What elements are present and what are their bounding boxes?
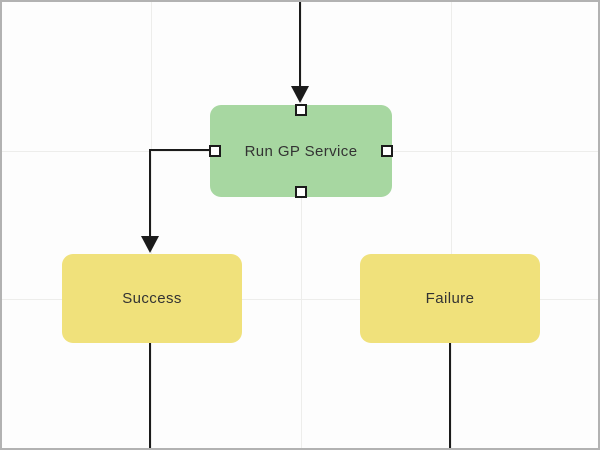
- connection-handle-bottom[interactable]: [295, 186, 307, 198]
- node-run-gp-service[interactable]: Run GP Service: [209, 104, 393, 198]
- connection-handle-left[interactable]: [209, 145, 221, 157]
- gridline-vertical: [151, 2, 152, 448]
- connector-success-output-line[interactable]: [149, 343, 151, 448]
- node-success[interactable]: Success: [62, 254, 242, 343]
- gridline-vertical: [301, 2, 302, 448]
- connector-arrowhead: [291, 86, 309, 103]
- connector-input-line[interactable]: [299, 2, 301, 87]
- connection-handle-top[interactable]: [295, 104, 307, 116]
- connection-handle-right[interactable]: [381, 145, 393, 157]
- node-failure[interactable]: Failure: [360, 254, 540, 343]
- connector-success-line-vertical[interactable]: [149, 149, 151, 237]
- node-label: Success: [122, 290, 182, 307]
- connector-failure-output-line[interactable]: [449, 343, 451, 448]
- node-label: Failure: [425, 290, 475, 307]
- connector-success-line-horizontal[interactable]: [149, 149, 211, 151]
- connector-arrowhead: [141, 236, 159, 253]
- gridline-vertical: [451, 2, 452, 448]
- node-label: Run GP Service: [244, 142, 358, 160]
- gridline-horizontal: [2, 299, 598, 300]
